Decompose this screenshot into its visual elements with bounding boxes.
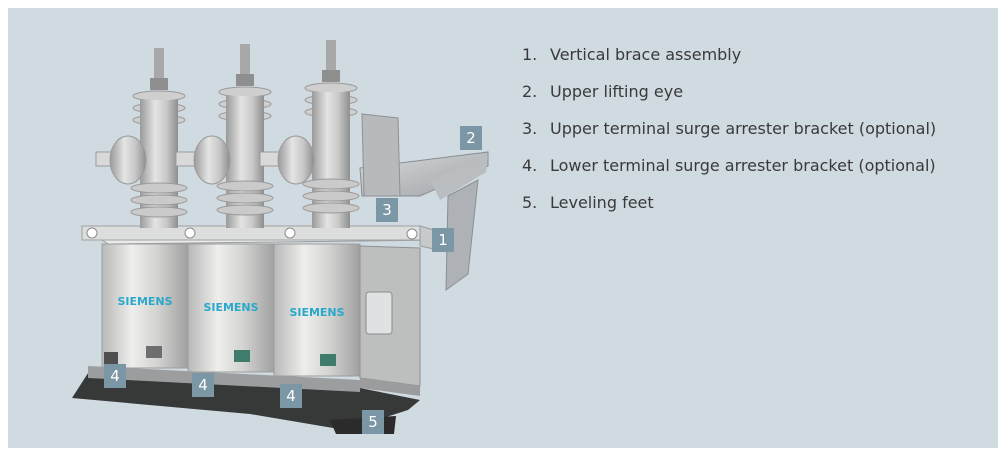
callout-4b: 4: [192, 373, 214, 397]
cabinet-left: SIEMENS: [101, 243, 189, 369]
pole-2: [175, 44, 274, 228]
legend-item-5: 5. Leveling feet: [522, 192, 962, 214]
legend-text: Upper terminal surge arrester bracket (o…: [550, 119, 937, 138]
legend-item-4: 4. Lower terminal surge arrester bracket…: [522, 155, 940, 177]
callout-3: 3: [376, 198, 398, 222]
cabinet-center: SIEMENS: [187, 243, 275, 373]
legend-text: Leveling feet: [550, 193, 654, 212]
siemens-logo-right: SIEMENS: [289, 306, 344, 319]
callout-4c: 4: [280, 384, 302, 408]
legend-number: 1.: [522, 45, 538, 64]
parts-legend: 1. Vertical brace assembly 2. Upper lift…: [522, 44, 962, 229]
pole-1: [95, 48, 188, 228]
legend-text: Lower terminal surge arrester bracket (o…: [550, 156, 936, 175]
siemens-logo-left: SIEMENS: [117, 295, 172, 308]
callout-4a: 4: [104, 364, 126, 388]
callout-5: 5: [362, 410, 384, 434]
legend-text: Upper lifting eye: [550, 82, 684, 101]
cabinet-right: SIEMENS: [273, 243, 361, 377]
pole-3: [259, 40, 360, 228]
callout-1: 1: [432, 228, 454, 252]
legend-item-2: 2. Upper lifting eye: [522, 81, 962, 103]
legend-number: 3.: [522, 119, 538, 138]
legend-number: 2.: [522, 82, 538, 101]
callout-2: 2: [460, 126, 482, 150]
legend-item-1: 1. Vertical brace assembly: [522, 44, 962, 66]
support-frame: [359, 113, 489, 291]
legend-text: Vertical brace assembly: [550, 45, 742, 64]
mounting-plate: [80, 225, 449, 253]
legend-number: 4.: [522, 156, 538, 175]
siemens-logo-center: SIEMENS: [203, 301, 258, 314]
legend-item-3: 3. Upper terminal surge arrester bracket…: [522, 118, 940, 140]
side-enclosure: [359, 245, 421, 396]
legend-number: 5.: [522, 193, 538, 212]
